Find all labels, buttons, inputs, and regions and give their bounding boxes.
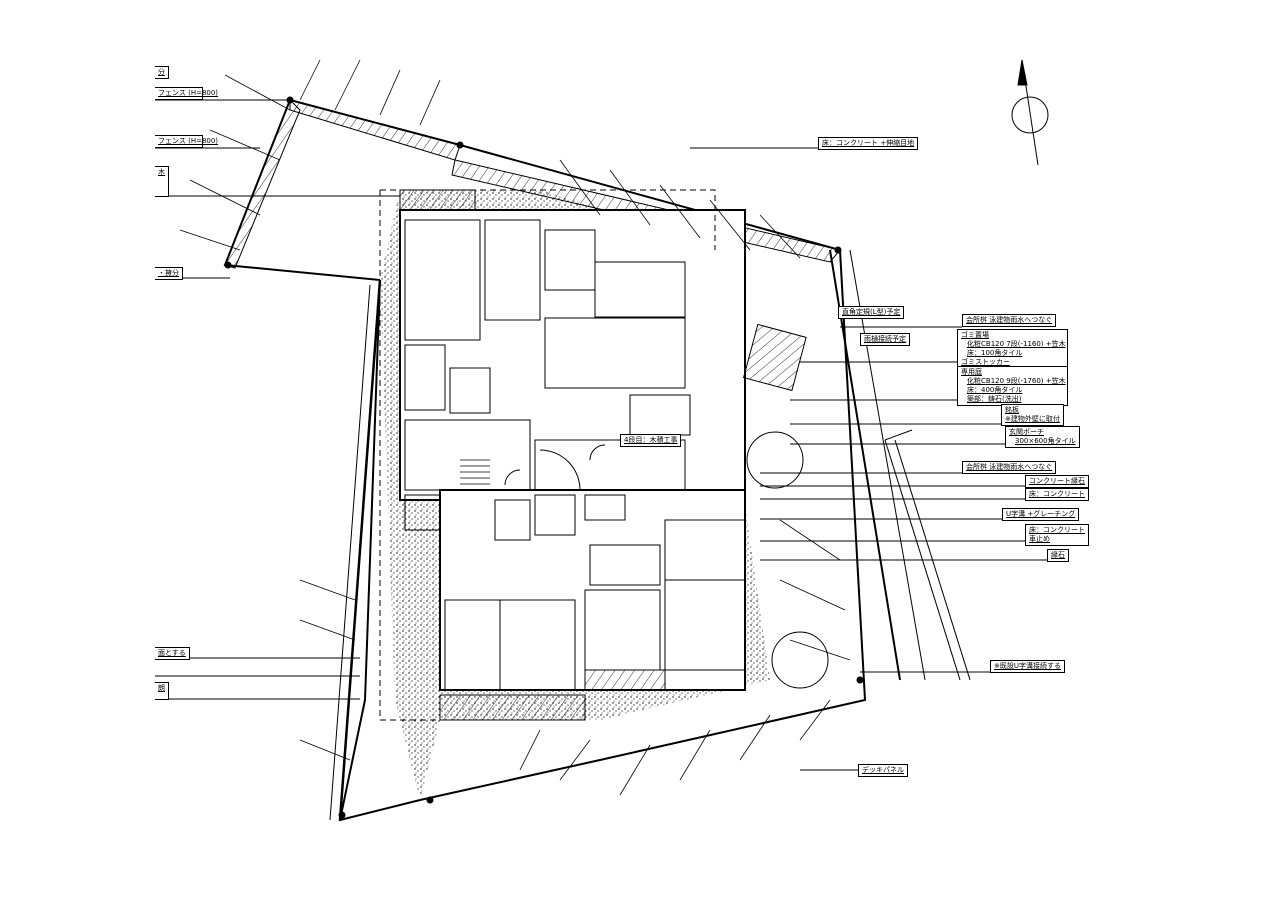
label-line: 車止め <box>1029 535 1050 543</box>
label-deck-panel: デッキパネル <box>858 764 908 777</box>
north-arrow-icon <box>1011 59 1049 166</box>
label-private-garden: 専用庭 化粧CB120 9段(-1760) +笠木 床：400角タイル 築部：鋳… <box>957 366 1068 406</box>
label-right-angle-ruler: 直角定規(L型)予定 <box>838 306 905 319</box>
label-floor-concrete-stopper: 床：コンクリート 車止め <box>1025 524 1089 546</box>
label-floor-concrete-joint: 床：コンクリート +伸縮目地 <box>818 137 919 150</box>
label-entrance-porch: 玄関ポーチ 300×600角タイル <box>1005 426 1080 448</box>
label-part: 分 <box>155 66 169 79</box>
label-line: ゴミ置場 <box>961 331 989 339</box>
label-line: 築部：鋳石(洗出) <box>967 395 1022 403</box>
label-concrete-curb: コンクリート縁石 <box>1025 475 1089 488</box>
label-gutter-connection: 雨樋接続予定 <box>860 333 910 346</box>
label-fourth-step: 4段目：木積工事 <box>620 434 682 447</box>
fence-strip <box>289 99 461 161</box>
label-line: 玄関ポーチ <box>1009 428 1044 436</box>
label-catch-basin-1: 会所桝 泳建物雨水へつなぐ <box>962 314 1057 327</box>
label-line: 床：コンクリート <box>1029 526 1085 534</box>
label-line: 化粧CB120 7段(-1160) +笠木 <box>967 340 1066 348</box>
label-surface: 面とする <box>155 647 190 660</box>
label-line: 専用庭 <box>961 368 982 376</box>
label-wood: 木 <box>155 166 169 197</box>
label-garbage-area: ゴミ置場 化粧CB120 7段(-1160) +笠木 床：100角タイル ゴミス… <box>957 329 1068 369</box>
label-line: 300×600角タイル <box>1015 437 1076 445</box>
left-parking <box>224 99 301 269</box>
label-dispose: ・擁分 <box>155 267 183 280</box>
label-curb: 縁石 <box>1047 549 1069 562</box>
label-u-gutter: U字溝 +グレーチング <box>1002 508 1080 521</box>
label-floor-concrete: 床：コンクリート <box>1025 488 1089 501</box>
label-bright: 朗 <box>155 682 169 700</box>
label-existing-u-gutter: ※既設U字溝接続する <box>990 660 1065 673</box>
label-nameplate: 銘板 ※建物外壁に取付 <box>1001 404 1064 426</box>
label-fence-2: フェンス (H=800) <box>155 135 218 148</box>
label-line: 床：100角タイル <box>967 349 1023 357</box>
label-fence-1: フェンス (H=800) <box>155 87 218 100</box>
label-catch-basin-2: 会所桝 泳建物雨水へつなぐ <box>962 461 1057 474</box>
label-line: 銘板 <box>1005 406 1019 414</box>
building <box>399 209 746 501</box>
label-line: ゴミストッカー <box>961 358 1010 366</box>
label-line: 床：400角タイル <box>967 386 1023 394</box>
label-line: 化粧CB120 9段(-1760) +笠木 <box>967 377 1066 385</box>
label-line: ※建物外壁に取付 <box>1005 415 1060 423</box>
